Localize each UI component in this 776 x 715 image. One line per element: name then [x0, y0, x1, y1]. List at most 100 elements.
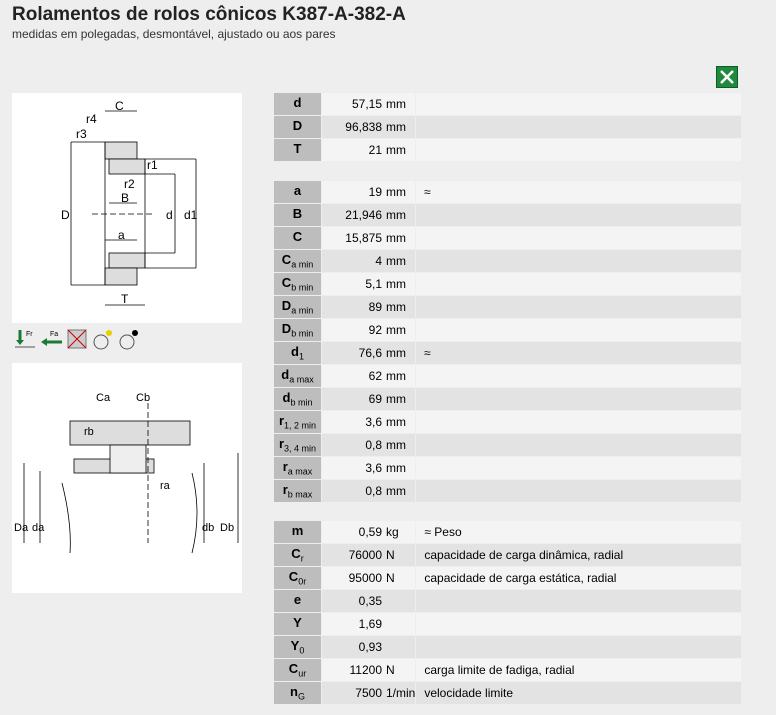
param-symbol: Y0 [274, 635, 322, 659]
param-symbol: B [274, 203, 322, 227]
param-unit: N [386, 543, 417, 567]
param-unit [386, 612, 417, 636]
param-unit: mm [386, 341, 416, 365]
label-Da: Da [14, 522, 29, 534]
param-symbol: C0r [274, 566, 322, 590]
label-d1: d1 [184, 208, 198, 222]
param-note [415, 295, 741, 319]
param-symbol: m [274, 521, 322, 544]
param-value: 7500 [321, 681, 386, 705]
param-note [415, 635, 741, 659]
param-value: 0,8 [321, 433, 386, 457]
param-unit: mm [386, 456, 416, 480]
label-Db: Db [220, 522, 234, 534]
label-C: C [115, 99, 124, 113]
param-symbol: Db min [274, 318, 322, 342]
param-symbol: da max [274, 364, 322, 388]
param-note [415, 479, 741, 503]
param-unit: N [386, 658, 417, 682]
param-unit: mm [386, 387, 416, 411]
param-symbol: r1, 2 min [274, 410, 322, 434]
param-value: 3,6 [321, 456, 386, 480]
param-symbol: e [274, 589, 322, 613]
page-subtitle: medidas em polegadas, desmontável, ajust… [12, 27, 336, 41]
param-symbol: C [274, 226, 322, 250]
param-note: ≈ [415, 181, 741, 204]
param-unit: mm [386, 181, 416, 204]
param-symbol: db min [274, 387, 322, 411]
param-unit: mm [386, 226, 416, 250]
param-symbol: d [274, 93, 322, 116]
param-note: ≈ [415, 341, 741, 365]
label-da: da [32, 522, 45, 534]
param-unit: mm [386, 93, 416, 116]
label-D: D [61, 208, 70, 222]
param-note [415, 203, 741, 227]
param-note [415, 410, 741, 434]
label-d: d [166, 208, 173, 222]
svg-text:Fr: Fr [26, 331, 33, 338]
label-r4: r4 [86, 112, 97, 126]
param-unit: 1/min [386, 681, 417, 705]
excel-export-icon[interactable] [716, 66, 738, 88]
page-title: Rolamentos de rolos cônicos K387-A-382-A [12, 4, 406, 25]
radial-load-icon: Fr [14, 328, 36, 350]
param-value: 19 [321, 181, 386, 204]
label-r3: r3 [76, 127, 87, 141]
param-symbol: Ca min [274, 249, 322, 273]
param-symbol: d1 [274, 341, 322, 365]
param-note [415, 249, 741, 273]
param-note [415, 318, 741, 342]
param-symbol: Y [274, 612, 322, 636]
param-unit: mm [386, 318, 416, 342]
param-value: 3,6 [321, 410, 386, 434]
param-note: velocidade limite [415, 681, 741, 705]
param-symbol: ra max [274, 456, 322, 480]
param-note [415, 612, 741, 636]
param-note: carga limite de fadiga, radial [415, 658, 741, 682]
param-note [415, 115, 741, 139]
param-note [415, 93, 741, 116]
label-db: db [202, 522, 214, 534]
param-symbol: Cur [274, 658, 322, 682]
param-unit: N [386, 566, 417, 590]
param-unit: mm [386, 138, 416, 162]
param-value: 0,35 [321, 589, 386, 613]
param-symbol: T [274, 138, 322, 162]
param-unit: mm [386, 249, 416, 273]
param-unit: mm [386, 115, 416, 139]
bearing-dimension-drawing: C r4 r3 r1 r2 B D d d1 a T [12, 93, 242, 323]
label-ra: ra [160, 480, 171, 492]
label-B: B [121, 191, 129, 205]
param-unit: mm [386, 364, 416, 388]
param-value: 1,69 [321, 612, 386, 636]
param-value: 96,838 [321, 115, 386, 139]
param-unit: mm [386, 433, 416, 457]
param-unit: mm [386, 272, 416, 296]
param-unit: kg [386, 521, 417, 544]
param-value: 95000 [321, 566, 386, 590]
param-value: 76,6 [321, 341, 386, 365]
param-unit [386, 589, 417, 613]
param-value: 11200 [321, 658, 386, 682]
param-unit: mm [386, 203, 416, 227]
